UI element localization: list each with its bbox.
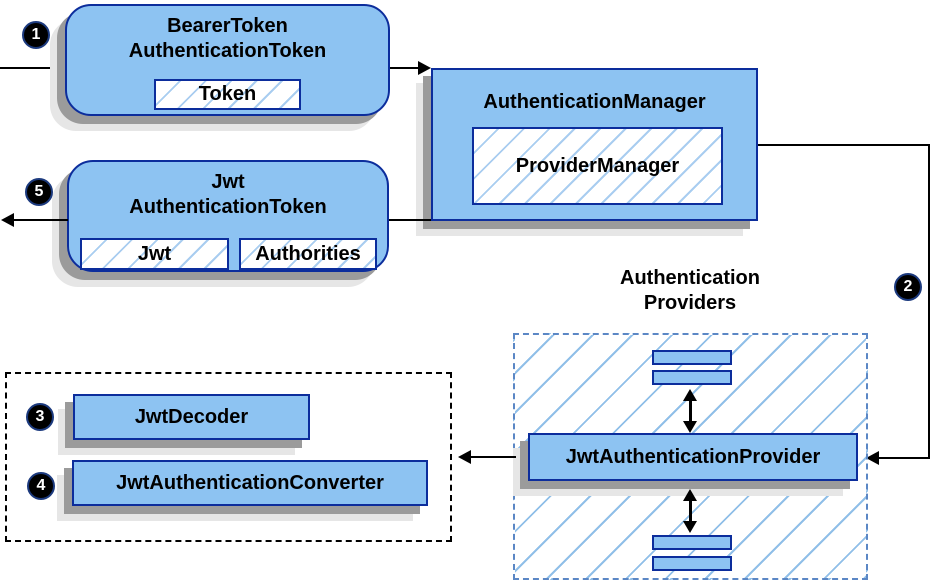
- arrow-manager-to-provider-segment-top: [758, 144, 930, 146]
- jwt-token-title: Jwt AuthenticationToken: [69, 170, 387, 220]
- jwt-authentication-token-node: Jwt AuthenticationToken Jwt Authorities: [67, 160, 389, 272]
- jwt-authentication-converter-label: JwtAuthenticationConverter: [116, 471, 384, 494]
- jwt-authentication-provider-label: JwtAuthenticationProvider: [565, 445, 821, 468]
- double-arrow-bottom: [682, 489, 698, 533]
- double-arrow-bottom-shaft: [689, 499, 692, 523]
- arrow-jwt-token-out-line: [12, 219, 68, 221]
- double-arrow-top-up-head: [683, 389, 697, 401]
- jwt-authentication-converter-node: JwtAuthenticationConverter: [72, 460, 428, 506]
- double-arrow-bottom-up-head: [683, 489, 697, 501]
- step-2-badge: 2: [894, 273, 922, 301]
- jwt-token-title-line2: AuthenticationToken: [129, 196, 327, 218]
- provider-manager-chip: ProviderManager: [472, 127, 723, 205]
- incoming-request-line: [0, 67, 65, 69]
- double-arrow-top-down-head: [683, 421, 697, 433]
- authentication-providers-title-line2: Providers: [643, 292, 737, 314]
- authorities-chip-label: Authorities: [255, 242, 361, 265]
- double-arrow-top: [682, 389, 698, 433]
- bearer-token-title-line1: BearerToken: [167, 15, 288, 37]
- jwt-token-title-line1: Jwt: [211, 171, 245, 193]
- other-provider-bar-top-1: [652, 350, 732, 365]
- arrow-manager-to-provider-segment-right: [928, 144, 930, 459]
- double-arrow-bottom-down-head: [683, 521, 697, 533]
- double-arrow-top-shaft: [689, 399, 692, 423]
- authentication-manager-title: AuthenticationManager: [483, 91, 706, 113]
- authorities-chip: Authorities: [239, 238, 377, 270]
- converters-group-box: [5, 372, 452, 542]
- other-provider-bar-bottom-2: [652, 556, 732, 571]
- other-provider-bar-bottom-1: [652, 535, 732, 550]
- arrow-provider-to-converters-head: [458, 450, 471, 464]
- token-chip-label: Token: [198, 83, 257, 105]
- token-chip: Token: [154, 79, 301, 110]
- other-provider-bar-top-2: [652, 370, 732, 385]
- line-manager-to-jwt-token: [389, 219, 431, 221]
- step-1-badge: 1: [22, 21, 50, 49]
- authentication-manager-node: AuthenticationManager ProviderManager: [431, 68, 758, 221]
- jwt-decoder-node: JwtDecoder: [73, 394, 310, 440]
- bearer-token-title-line2: AuthenticationToken: [128, 40, 327, 62]
- arrow-bearer-to-manager-head: [418, 61, 431, 75]
- step-3-number: 3: [35, 408, 45, 425]
- bearer-token-authentication-token-node: BearerToken AuthenticationToken Token: [65, 4, 390, 116]
- jwt-chip-label: Jwt: [137, 242, 172, 265]
- jwt-decoder-label: JwtDecoder: [134, 405, 249, 428]
- step-3-badge: 3: [26, 403, 54, 431]
- step-2-number: 2: [903, 278, 913, 295]
- authentication-providers-title-line1: Authentication: [620, 267, 760, 289]
- bearer-token-title: BearerToken AuthenticationToken: [67, 14, 388, 64]
- step-5-number: 5: [34, 183, 44, 200]
- jwt-authentication-provider-node: JwtAuthenticationProvider: [528, 433, 858, 481]
- authentication-providers-title: Authentication Providers: [563, 266, 817, 316]
- step-4-badge: 4: [27, 472, 55, 500]
- arrow-manager-to-provider-segment-bottom: [878, 457, 930, 459]
- arrow-provider-to-converters-line: [470, 456, 516, 458]
- step-1-number: 1: [31, 26, 41, 43]
- step-4-number: 4: [36, 477, 46, 494]
- step-5-badge: 5: [25, 178, 53, 206]
- arrow-jwt-token-out-head: [1, 213, 14, 227]
- provider-manager-chip-label: ProviderManager: [515, 154, 680, 177]
- arrow-bearer-to-manager-line: [390, 67, 419, 69]
- arrow-manager-to-provider-head: [866, 451, 879, 465]
- jwt-chip: Jwt: [80, 238, 229, 270]
